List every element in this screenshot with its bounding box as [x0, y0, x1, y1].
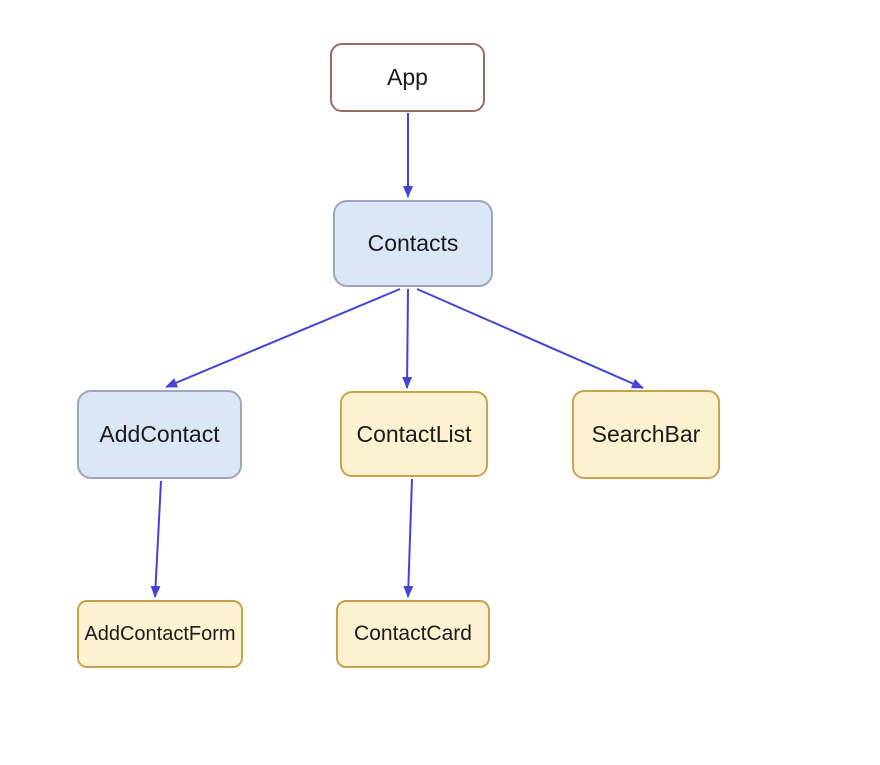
- node-contacts: Contacts: [333, 200, 493, 287]
- node-searchbar-label: SearchBar: [591, 421, 701, 447]
- edge-contactlist-to-contactcard: [403, 478, 414, 598]
- edge-contacts-to-searchbar: [416, 288, 644, 389]
- node-addcontactform-label: AddContactForm: [84, 622, 236, 645]
- node-searchbar: SearchBar: [572, 390, 720, 479]
- edge-contacts-to-addcontact: [165, 288, 401, 388]
- edge-addcontact-to-addcontactform: [150, 480, 162, 598]
- edge-contacts-to-contactlist: [402, 288, 413, 389]
- node-contactcard-label: ContactCard: [354, 622, 472, 645]
- node-addcontactform: AddContactForm: [77, 600, 243, 668]
- node-contacts-label: Contacts: [367, 230, 459, 256]
- node-contactlist-label: ContactList: [356, 420, 472, 447]
- node-app: App: [330, 43, 485, 112]
- node-addcontact-label: AddContact: [99, 421, 220, 447]
- node-addcontact: AddContact: [77, 390, 242, 479]
- node-contactlist: ContactList: [340, 391, 488, 477]
- node-app-label: App: [387, 64, 428, 90]
- node-contactcard: ContactCard: [336, 600, 490, 668]
